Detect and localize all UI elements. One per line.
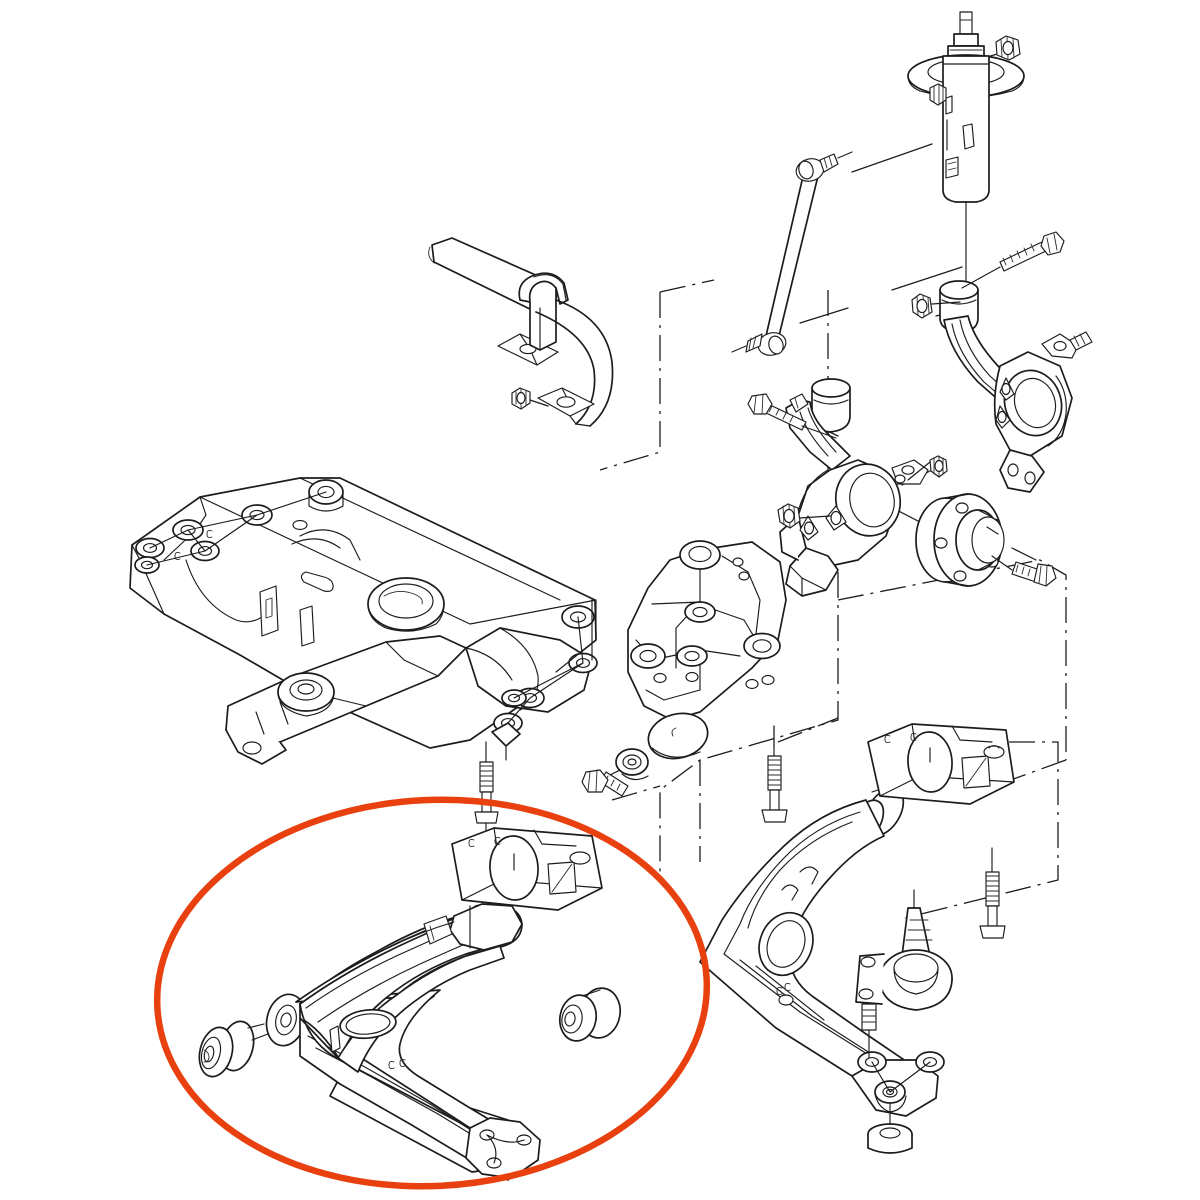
strut-top-nut <box>995 35 1021 61</box>
drop-link-upper-joint <box>795 151 853 182</box>
bush-housing-left <box>451 827 603 911</box>
knuckle-pinch-nut-right <box>911 293 961 319</box>
bush-housing-right <box>867 723 1015 805</box>
pendulum-bracket-bolt-right <box>761 725 788 823</box>
brake-shield-nut <box>907 455 948 481</box>
lower-control-arm-highlight <box>153 796 711 1190</box>
ball-joint-nut <box>867 1103 913 1154</box>
lower-control-arm-left <box>198 903 622 1181</box>
wheel-hub-bearing-unit <box>915 493 1057 587</box>
control-arm-bolt-right <box>979 847 1006 939</box>
arm-left-front-bush <box>198 1020 265 1078</box>
stabilizer-clamp-nut <box>511 387 531 410</box>
stabilizer-clamp <box>497 272 569 366</box>
pendulum-support-bracket <box>581 540 788 823</box>
stabilizer-drop-link <box>731 151 853 356</box>
steering-knuckle-right <box>911 231 1093 493</box>
drop-link-lower-joint <box>731 332 787 356</box>
subframe-mounting-bolt <box>474 741 499 839</box>
knuckle-pinch-nut-left <box>777 503 831 529</box>
lower-control-arm-right <box>699 785 945 1117</box>
suspension-strut <box>907 11 1025 293</box>
steering-knuckle-left <box>747 378 948 597</box>
wheel-hub-bolt <box>991 555 1057 587</box>
strut-clamp-nut <box>929 83 947 106</box>
arm-left-rear-bush <box>558 987 622 1042</box>
knuckle-pinch-bolt-right <box>961 231 1065 289</box>
stabilizer-bar-assembly <box>428 237 614 427</box>
pendulum-bracket-bolt-left <box>581 769 629 797</box>
knuckle-pinch-bolt-left <box>747 393 837 439</box>
ball-joint <box>855 889 953 1154</box>
front-axle-subframe <box>129 477 598 839</box>
